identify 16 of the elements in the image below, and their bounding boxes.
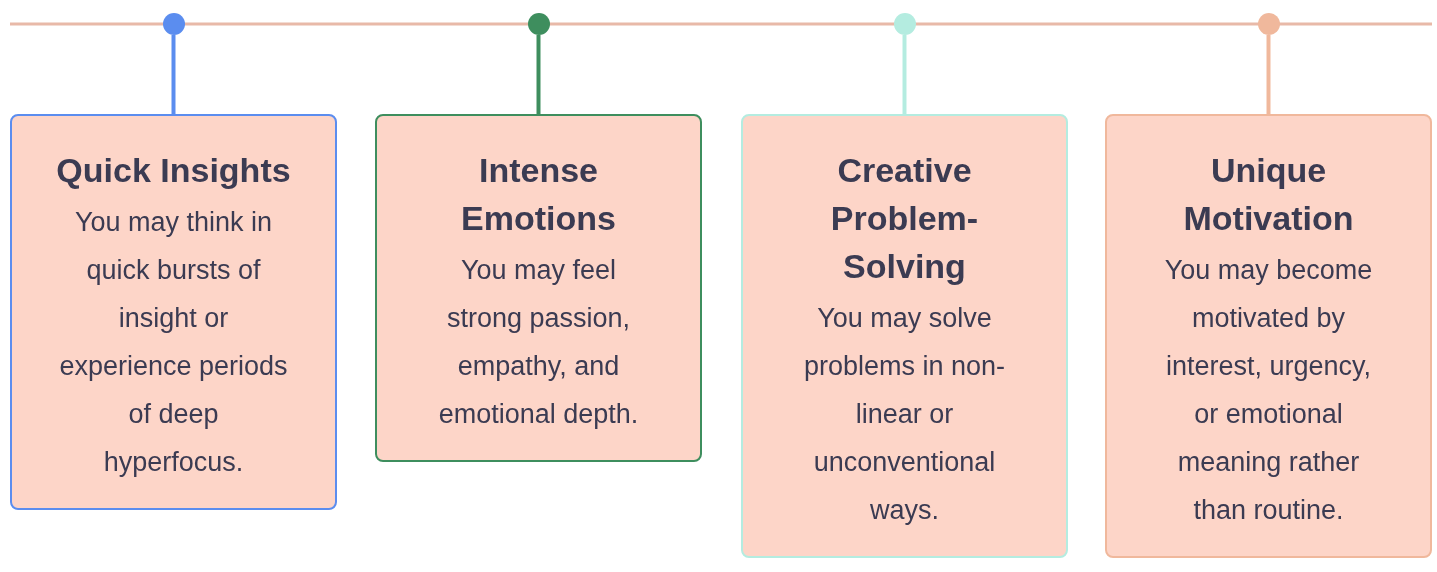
card-heading: Quick Insights bbox=[55, 150, 292, 191]
card-heading: Creative Problem-Solving bbox=[829, 150, 980, 287]
connector-line bbox=[1266, 35, 1271, 114]
connector-line bbox=[902, 35, 907, 114]
card-description: You may become motivated by interest, urgency, or emotional meaning rather than routine. bbox=[1163, 254, 1374, 527]
card-description: You may solve problems in non-linear or unconventional ways. bbox=[802, 302, 1007, 527]
info-card bbox=[1105, 114, 1432, 558]
info-card bbox=[10, 114, 337, 510]
card-description: You may feel strong passion, empathy, and emotional depth. bbox=[437, 254, 640, 431]
connector-line bbox=[536, 35, 541, 114]
connector-line bbox=[171, 35, 176, 114]
info-card bbox=[741, 114, 1068, 558]
card-description: You may think in quick bursts of insight or experience periods of deep hyperfocus. bbox=[58, 206, 289, 479]
card-heading: Intense Emotions bbox=[460, 150, 617, 239]
card-heading: Unique Motivation bbox=[1182, 150, 1355, 239]
info-card bbox=[375, 114, 702, 462]
